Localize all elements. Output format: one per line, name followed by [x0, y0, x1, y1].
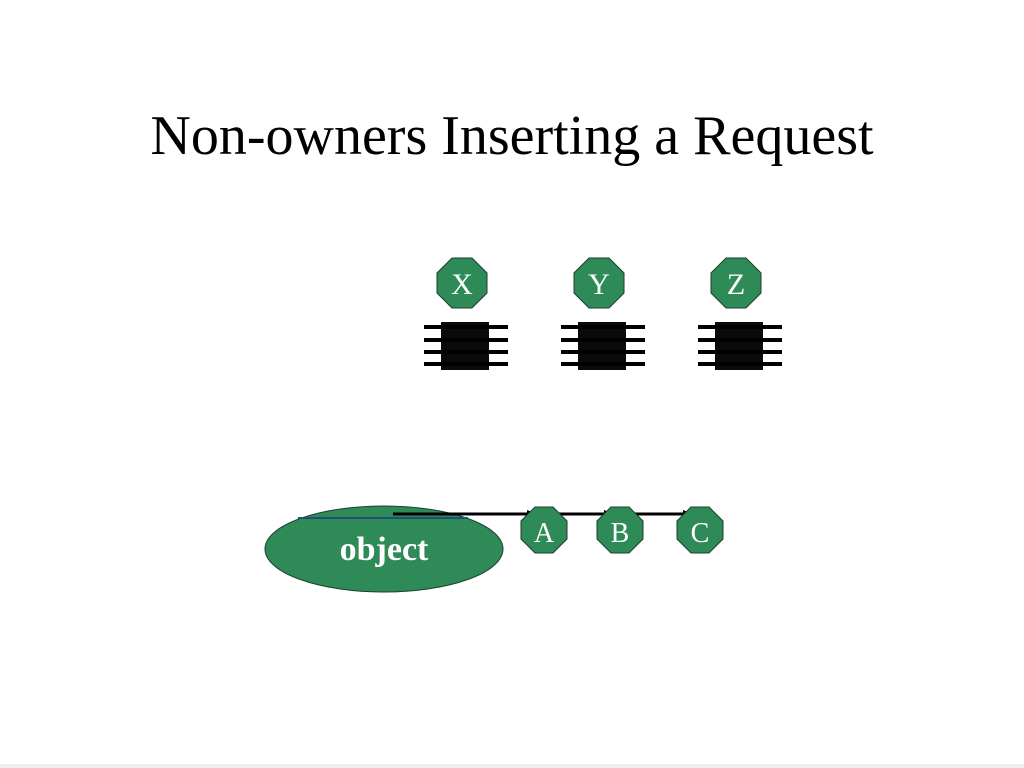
queue-node-b: B [596, 506, 644, 554]
processor-x: X [424, 257, 508, 370]
queue-node-c: C [676, 506, 724, 554]
queue-node-a: A [520, 506, 568, 554]
octagon-node-b [596, 506, 644, 554]
octagon-node-c [676, 506, 724, 554]
object-label: object [340, 531, 429, 568]
node-label-z: Z [727, 268, 745, 301]
octagon-node-z [710, 257, 762, 309]
object-node: object [264, 505, 504, 593]
slide-title: Non-owners Inserting a Request [150, 105, 874, 167]
node-label-y: Y [588, 268, 610, 301]
object-ellipse [264, 505, 504, 593]
octagon-node-a [520, 506, 568, 554]
processor-z: Z [698, 257, 782, 370]
node-label-b: B [611, 518, 630, 549]
octagon-node-y [573, 257, 625, 309]
chip-icon-x [424, 322, 508, 370]
octagon-node-x [436, 257, 488, 309]
node-label-x: X [451, 268, 473, 301]
node-label-c: C [691, 518, 710, 549]
processor-y: Y [561, 257, 645, 370]
chip-icon-z [698, 322, 782, 370]
node-label-a: A [534, 518, 555, 549]
bottom-divider [0, 764, 1024, 768]
chip-icon-y [561, 322, 645, 370]
